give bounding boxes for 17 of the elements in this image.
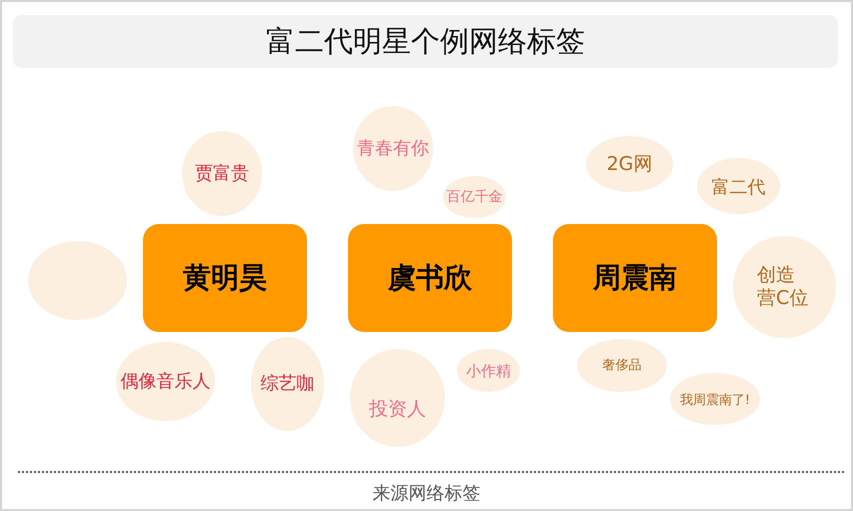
tag-bubble: 百亿千金 [443, 176, 506, 218]
tag-bubble: 偶像音乐人 [116, 342, 215, 421]
name-box: 周震南 [553, 224, 717, 332]
tag-bubble: 综艺咖 [251, 337, 324, 431]
tag-bubble: 投资人 [350, 349, 445, 447]
tag-bubble: 奢侈品 [577, 339, 667, 392]
name-box: 虞书欣 [348, 224, 512, 332]
tag-bubble: 2G网 [586, 136, 673, 192]
title-bar: 富二代明星个例网络标签 [13, 15, 838, 68]
name-box: 黄明昊 [143, 224, 307, 332]
tag-bubble: 我周震南了! [670, 373, 760, 425]
caption: 来源网络标签 [372, 482, 482, 505]
tag-bubble: 富二代 [697, 158, 780, 214]
tag-bubble: 创造营C位 [733, 236, 836, 338]
tag-bubble: 贾富贵 [182, 131, 262, 216]
tag-bubble: 青春有你 [353, 106, 433, 191]
tag-bubble: 小作精 [457, 349, 520, 392]
